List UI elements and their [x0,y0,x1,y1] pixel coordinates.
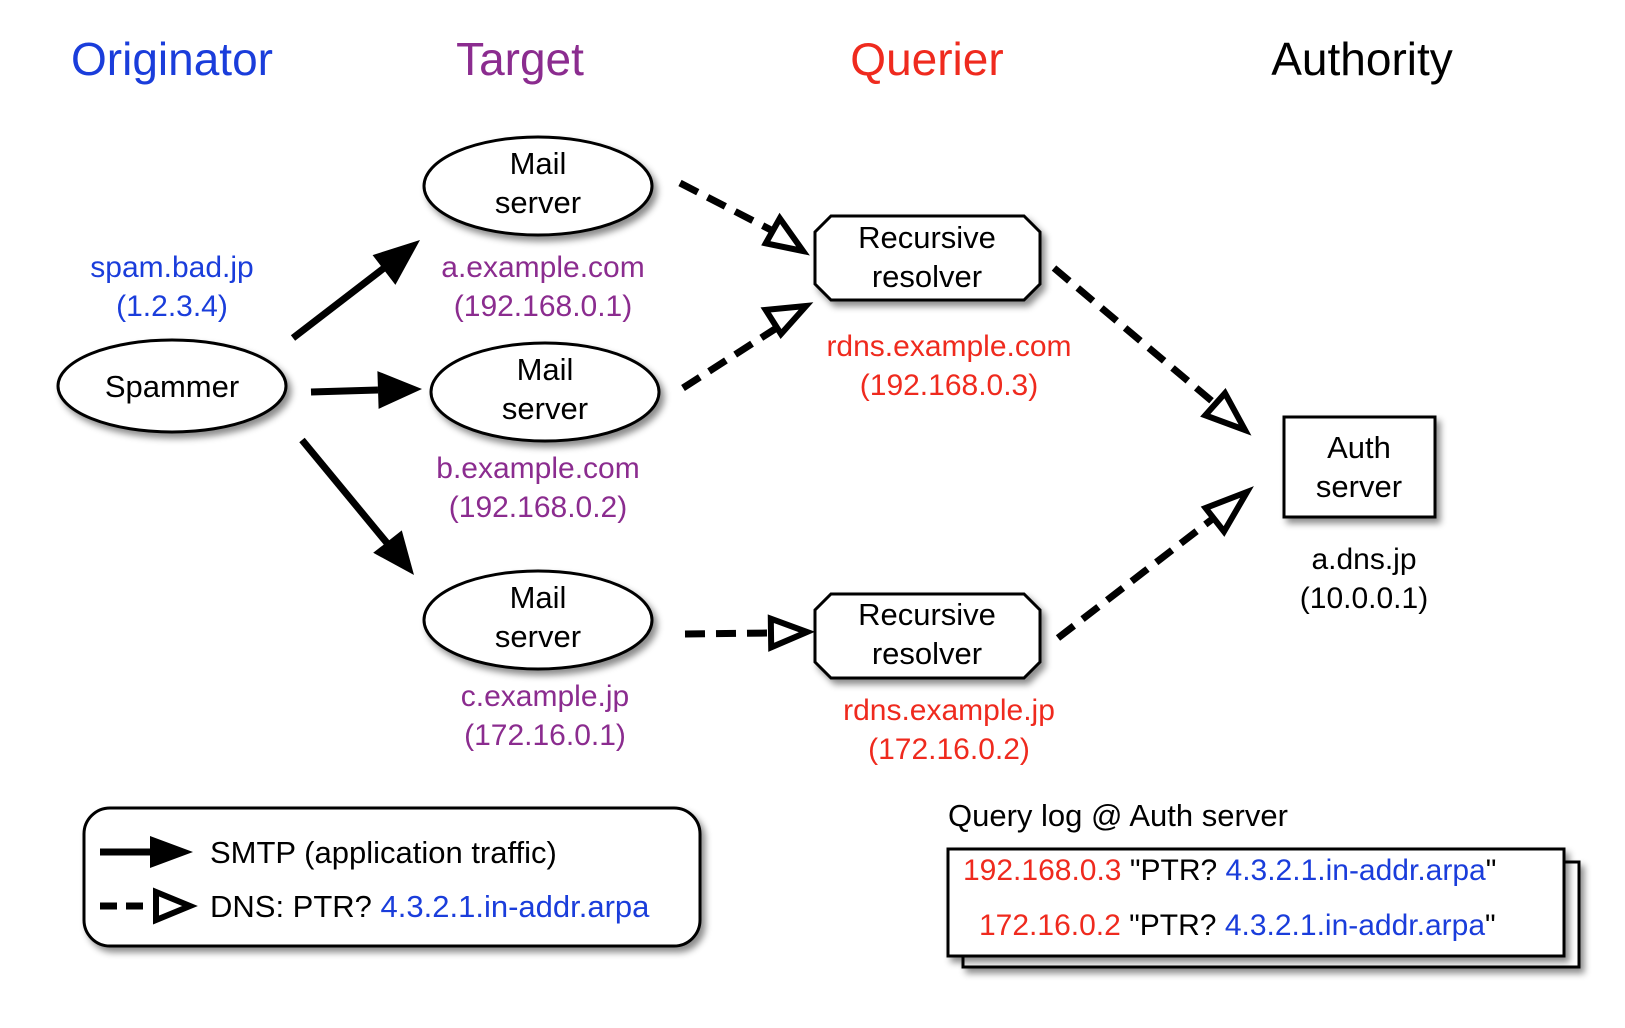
query-log-title: Query log @ Auth server [948,798,1288,833]
resolver-2-line1: Recursive [858,597,996,632]
dns-arrow-mail-c-to-resolver-2 [684,614,816,652]
mail-server-b-host: b.example.com [436,452,639,485]
query-log-entry-1-ptr: "PTR? [1130,854,1217,887]
recursive-resolver-1: Recursive resolver [813,214,1042,302]
mail-server-b-ip: (192.168.0.2) [449,491,627,524]
spammer-label: Spammer [105,369,239,404]
mail-server-b: Mail server [429,341,661,443]
mail-server-b-line1: Mail [517,352,574,387]
legend-box: SMTP (application traffic) DNS: PTR? 4.3… [82,806,702,948]
query-log-box: 192.168.0.3 "PTR? 4.3.2.1.in-addr.arpa" … [946,847,1581,969]
dns-arrow-mail-a-to-resolver-1 [678,179,810,256]
query-log-entry-1: 192.168.0.3 "PTR? 4.3.2.1.in-addr.arpa" [963,854,1496,887]
column-header-originator: Originator [71,33,273,85]
auth-server-host: a.dns.jp [1311,543,1416,576]
auth-server-line2: server [1316,469,1402,504]
legend-smtp-label: SMTP (application traffic) [210,835,557,870]
mail-server-c: Mail server [422,569,654,671]
auth-server-node: Auth server [1282,415,1437,519]
mail-server-a-line1: Mail [510,146,567,181]
legend-dns-arrow [100,887,198,925]
resolver-2-host: rdns.example.jp [843,694,1055,727]
mail-server-a: Mail server [422,135,654,237]
resolver-2-line2: resolver [872,636,982,671]
mail-server-a-ip: (192.168.0.1) [454,290,632,323]
query-log-entry-2-query: 4.3.2.1.in-addr.arpa [1225,909,1486,942]
smtp-arrow-to-mail-b [310,371,422,409]
query-log-entry-2-close: " [1485,909,1496,942]
dns-arrow-resolver-2-to-auth [1055,486,1254,641]
query-log-entry-1-close: " [1486,854,1497,887]
dns-arrow-mail-b-to-resolver-1 [681,302,814,391]
dns-arrow-resolver-1-to-auth [1051,265,1252,436]
resolver-1-host: rdns.example.com [826,330,1071,363]
legend-smtp-arrow [100,836,193,868]
spammer-host: spam.bad.jp [90,251,253,284]
mail-server-a-line2: server [495,185,581,220]
mail-server-a-host: a.example.com [441,251,644,284]
column-header-target: Target [456,33,584,85]
query-log-entry-1-ip: 192.168.0.3 [963,854,1121,887]
mail-server-c-ip: (172.16.0.1) [464,719,626,752]
spammer-node: Spammer [56,338,288,434]
mail-server-c-host: c.example.jp [461,680,629,713]
smtp-arrow-to-mail-a [290,240,420,341]
auth-server-line1: Auth [1327,430,1391,465]
resolver-1-line1: Recursive [858,220,996,255]
legend-dns-prefix: DNS: PTR? [210,889,372,924]
spammer-ip: (1.2.3.4) [116,290,228,323]
legend-dns-query: 4.3.2.1.in-addr.arpa [381,889,651,924]
recursive-resolver-2: Recursive resolver [813,592,1042,680]
query-log-entry-2: 172.16.0.2 "PTR? 4.3.2.1.in-addr.arpa" [979,909,1496,942]
query-log-entry-2-ptr: "PTR? [1129,909,1216,942]
auth-server-ip: (10.0.0.1) [1300,582,1428,615]
legend-dns-label: DNS: PTR? 4.3.2.1.in-addr.arpa [210,889,650,924]
mail-server-b-line2: server [502,391,588,426]
resolver-1-line2: resolver [872,259,982,294]
smtp-arrow-to-mail-c [299,437,414,575]
resolver-1-ip: (192.168.0.3) [860,369,1038,402]
resolver-2-ip: (172.16.0.2) [868,733,1030,766]
query-log-entry-2-ip: 172.16.0.2 [979,909,1121,942]
mail-server-c-line2: server [495,619,581,654]
query-log-entry-1-query: 4.3.2.1.in-addr.arpa [1226,854,1487,887]
column-header-querier: Querier [850,33,1003,85]
mail-server-c-line1: Mail [510,580,567,615]
column-header-authority: Authority [1271,33,1453,85]
